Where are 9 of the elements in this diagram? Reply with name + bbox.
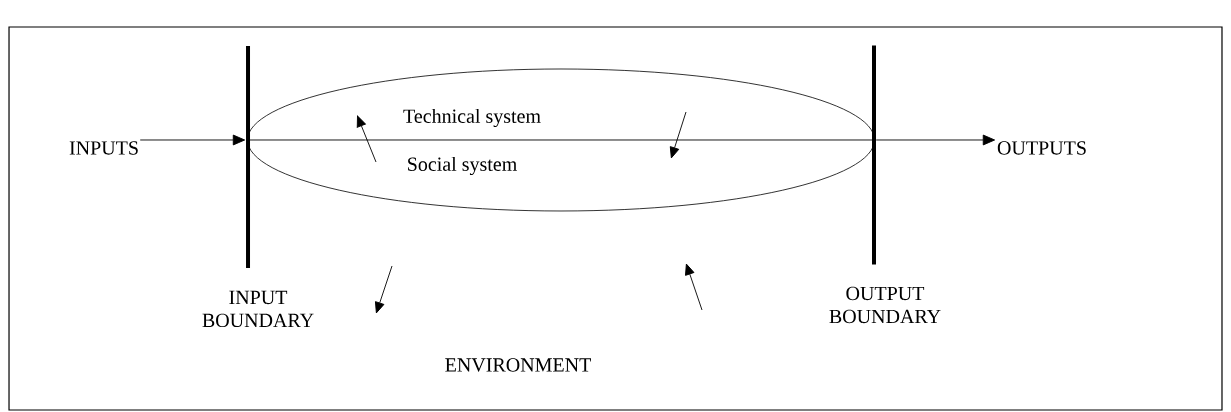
- arrow: [875, 134, 996, 146]
- flow-label: OUTPUTS: [997, 141, 1086, 155]
- boundary-label: OUTPUT BOUNDARY: [829, 286, 941, 324]
- system-label: Technical system: [403, 108, 541, 128]
- system-label: Social system: [408, 156, 517, 176]
- boundary-label: INPUT BOUNDARY: [202, 290, 314, 328]
- environment-label: ENVIRONMENT: [445, 358, 591, 372]
- flow-label: INPUTS: [69, 141, 138, 155]
- arrow: [139, 134, 246, 146]
